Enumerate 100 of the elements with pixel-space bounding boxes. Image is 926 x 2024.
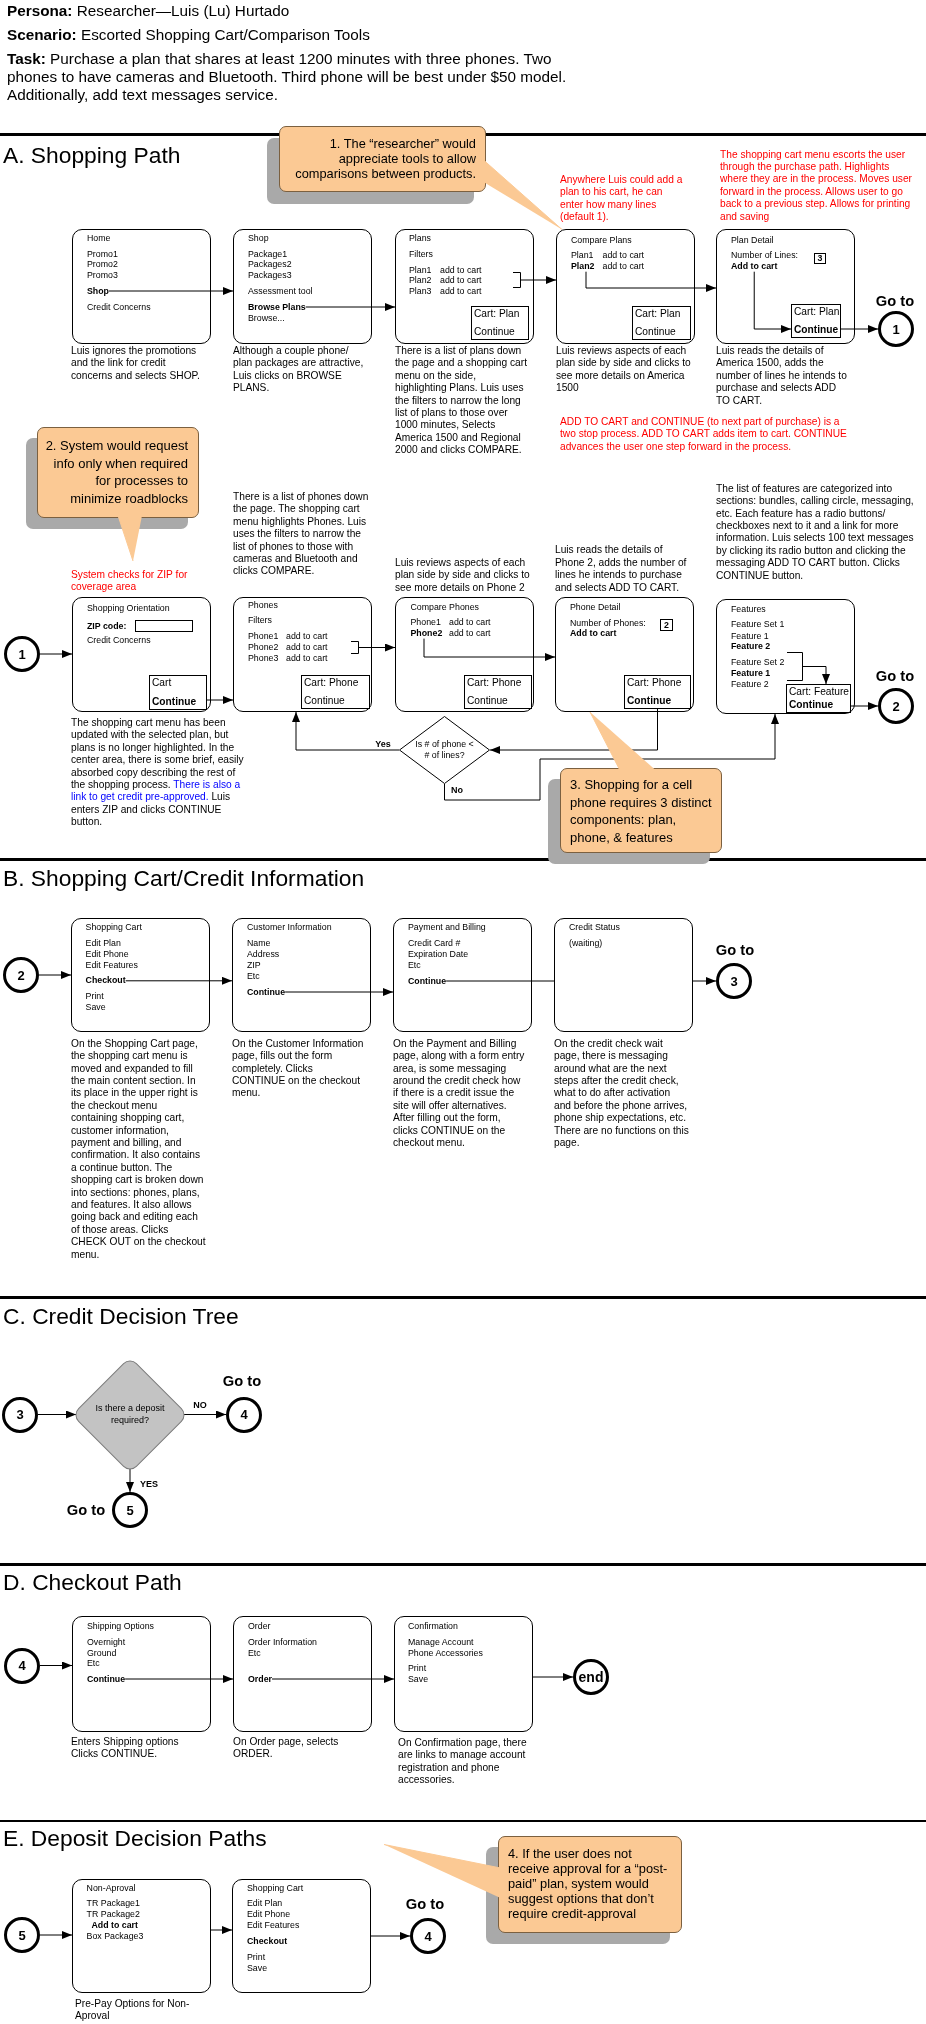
arrow (802, 666, 830, 685)
input-field (135, 620, 193, 632)
screen-title: Features (731, 604, 766, 615)
item-text: Plan3 (409, 285, 432, 297)
arrow (532, 1673, 574, 1681)
goto-label: Go to (405, 1895, 445, 1912)
screen-title: Compare Plans (571, 234, 632, 246)
screen-title: Customer Information (247, 922, 332, 934)
edge-label: Yes (374, 739, 392, 749)
item-text: add to cart (286, 652, 328, 664)
page-wireframe (395, 597, 534, 712)
arrow (753, 271, 792, 333)
continue-label: Continue (789, 698, 834, 711)
section-heading: C. Credit Decision Tree (3, 1303, 239, 1330)
item-text: Continue (87, 1673, 126, 1685)
item-text: TR Package2 (86, 1908, 140, 1920)
item-text: Credit Concerns (87, 301, 151, 313)
item-text: Plan2 (571, 260, 595, 272)
screen-title: Shopping Cart (85, 922, 142, 934)
arrow (38, 971, 72, 979)
annotation-note: The shopping cart menu escorts the user through the purchase path. Highlights where they are in the process. Moves user forward in the process. Allows user to go back to a previous step. Allows for printing and saving (720, 148, 913, 224)
item-text: Checkout (85, 975, 126, 987)
item-text: Add to cart (91, 1919, 138, 1931)
cart-label: Cart: Phone (627, 676, 682, 689)
item-text: Print (85, 991, 104, 1003)
task-text: Task: Purchase a plan that shares at least 1200 minutes with three phones. Two phones to have cameras and Bluetooth. Third phone will be best under $50 model. Additionally, add text messages service. (7, 50, 568, 104)
page-wireframe (555, 597, 694, 712)
screen-title: Non-Aproval (86, 1883, 136, 1895)
description-text: Luis ignores the promotions and the link for credit concerns and selects SHOP. (71, 345, 201, 383)
callout-text: 3. Shopping for a cell phone requires 3 distinct components: plan, phone, & features (570, 776, 713, 846)
connector-circle: 2 (3, 957, 39, 993)
description-text: On the Shopping Cart page, the shopping cart menu is moved and expanded to fill the main content section. In its place in the upper right is the checkout menu containing shopping cart, customer information, payment and billing, and confirmation. It also contains a continue button. The shopping cart is broken down into sections: phones, plans, and features. It also allows going back and editing each of those areas. Clicks CHECK OUT on the checkout menu. (71, 1037, 206, 1262)
connector-circle: 4 (410, 1918, 446, 1954)
cart-label: Cart (152, 676, 172, 689)
description-text: Enters Shipping options Clicks CONTINUE. (71, 1736, 180, 1761)
item-text: Browse... (248, 312, 285, 324)
page-wireframe (554, 918, 693, 1032)
screen-title: Plan Detail (731, 234, 774, 246)
item-text: Number of Phones: (570, 618, 646, 629)
item-text: Manage Account (408, 1636, 474, 1648)
item-text: Save (85, 1001, 106, 1013)
screen-title: Shopping Orientation (87, 602, 170, 614)
quantity-field: 3 (814, 253, 826, 264)
connector-circle: 4 (4, 1647, 40, 1684)
page-wireframe (71, 918, 210, 1032)
item-text: Edit Features (247, 1919, 300, 1931)
description-text: On the credit check wait page, there is messaging around what are the next steps after the credit check, what to do after activation and before the phone arrives, phone ship expectations, etc. There are no functions on this page. (554, 1037, 689, 1150)
description-text: Luis reads the details of America 1500, adds the number of lines he intends to purchase and selects ADD TO CART. (716, 345, 848, 408)
goto-label: Go to (875, 292, 915, 310)
section-heading: B. Shopping Cart/Credit Information (3, 865, 365, 892)
cart-menu (786, 684, 851, 713)
goto-label: Go to (875, 667, 915, 685)
cart-menu (624, 675, 691, 709)
item-text: Plan1 (571, 250, 594, 262)
arrow (370, 1932, 411, 1940)
screen-title: Shopping Cart (247, 1883, 304, 1895)
screen-title: Home (87, 232, 111, 244)
quantity-field: 2 (660, 619, 673, 631)
description-text: On Confirmation page, there are links to manage account registration and phone accessories. (398, 1737, 528, 1787)
item-text: Save (408, 1673, 429, 1685)
connector-circle: 5 (112, 1492, 148, 1528)
item-text: Ground (87, 1647, 117, 1659)
arrow (840, 325, 879, 333)
page-wireframe (72, 1879, 211, 1993)
item-text: Promo1 (87, 248, 118, 260)
page-wireframe (716, 229, 855, 344)
item-text: Phone Accessories (408, 1647, 483, 1659)
item-text: Etc (248, 1647, 261, 1659)
page-wireframe (556, 229, 695, 344)
section-heading: D. Checkout Path (3, 1569, 182, 1597)
arrow (271, 1675, 395, 1683)
arrow (585, 271, 717, 292)
item-text: Expiration Date (408, 948, 469, 960)
page-wireframe (232, 918, 371, 1032)
arrow (37, 1410, 77, 1419)
item-text: add to cart (449, 627, 491, 639)
speech-bubble (37, 427, 199, 518)
item-text: Edit Plan (85, 938, 121, 950)
goto-label: Go to (222, 1372, 262, 1390)
edge-label: NO (192, 1400, 208, 1410)
arrow (692, 977, 717, 985)
continue-label: Continue (304, 694, 345, 707)
page-wireframe (72, 229, 211, 344)
bubble-pointer (483, 159, 563, 230)
description-text: The shopping cart menu has been updated with the selected plan, but plans is no longer highlighted. In the center area, there is some brief, easily absorbed copy describing the rest of the shopping process. There is also a link to get credit pre-approved. Luis enters ZIP and clicks CONTINUE button. (71, 717, 245, 829)
arrow (124, 1675, 234, 1683)
cart-menu (149, 675, 207, 710)
cart-menu (301, 675, 370, 709)
connector-circle: 2 (878, 688, 914, 724)
description-text: The list of features are categorized into sections: bundles, calling circle, messaging, etc. Each feature has a radio buttons/ checkboxes next to it and a link for more information. Luis selects 100 text messages by clicking its radio button and clicking the messaging ADD TO CART button. Clicks CONTINUE button. (716, 482, 915, 583)
item-text: Phone2 (410, 627, 443, 639)
arrow (444, 713, 779, 801)
persona-text: Persona: Researcher—Luis (Lu) Hurtado (7, 1, 290, 20)
cart-label: Cart: Phone (467, 676, 522, 689)
item-text: add to cart (449, 617, 491, 628)
edge-label: YES (139, 1479, 159, 1489)
item-text: add to cart (602, 260, 645, 272)
callout-text: 4. If the user does not receive approval for a “post-paid” plan, system would suggest options that don’t require credit-approval (508, 1845, 669, 1921)
connector-circle: 1 (4, 636, 40, 672)
arrow (489, 708, 658, 754)
